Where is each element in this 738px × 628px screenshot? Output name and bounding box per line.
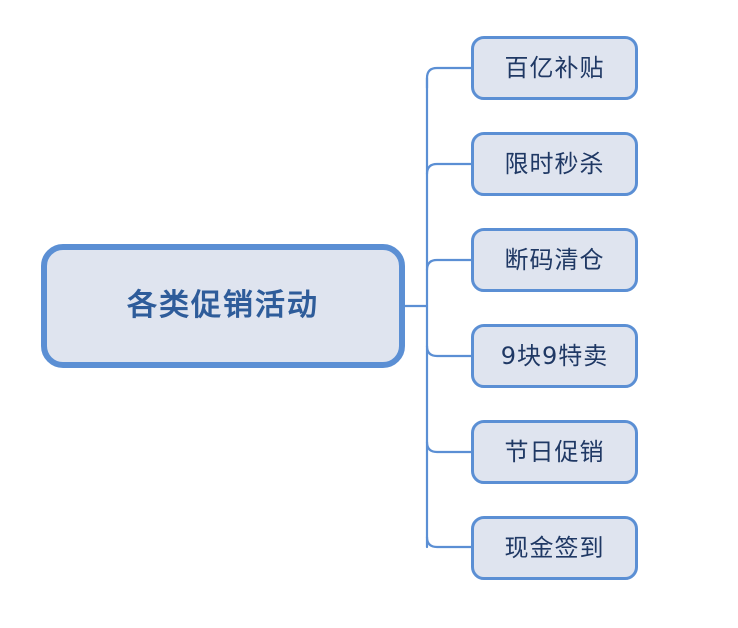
root-node[interactable]: 各类促销活动	[41, 244, 405, 368]
connector-branch-3	[425, 258, 473, 272]
child-node-6-label: 现金签到	[504, 534, 605, 562]
child-node-3-label: 断码清仓	[504, 246, 605, 274]
child-node-3[interactable]: 断码清仓	[471, 228, 638, 292]
child-node-4[interactable]: 9块9特卖	[471, 324, 638, 388]
child-node-2-label: 限时秒杀	[504, 150, 605, 178]
connector-branch-4	[425, 344, 473, 358]
child-node-2[interactable]: 限时秒杀	[471, 132, 638, 196]
connector-branch-1	[425, 66, 473, 90]
child-node-1-label: 百亿补贴	[504, 54, 605, 82]
connector-branch-6	[425, 535, 473, 549]
root-node-label: 各类促销活动	[127, 288, 319, 323]
connector-branch-5	[425, 440, 473, 454]
connector-branch-2	[425, 162, 473, 176]
child-node-1[interactable]: 百亿补贴	[471, 36, 638, 100]
child-node-5[interactable]: 节日促销	[471, 420, 638, 484]
child-node-5-label: 节日促销	[504, 438, 605, 466]
child-node-6[interactable]: 现金签到	[471, 516, 638, 580]
child-node-4-label: 9块9特卖	[500, 342, 609, 370]
